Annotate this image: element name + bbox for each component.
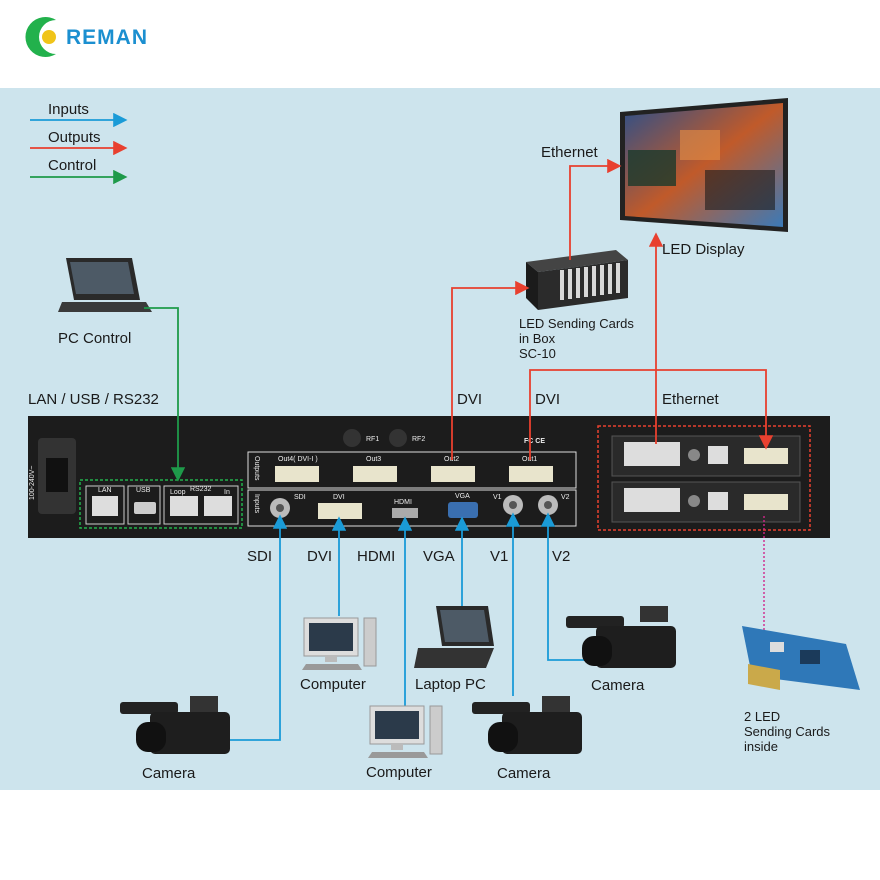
sending-cards-label-1: LED Sending Cards — [519, 316, 634, 331]
sending-cards-label-3: SC-10 — [519, 346, 556, 361]
v1-label: V1 — [490, 548, 508, 565]
legend: Inputs Outputs Control — [30, 101, 128, 185]
dvi-in-port-icon — [318, 503, 362, 519]
v2-port-label: V2 — [561, 494, 570, 501]
sending-card-pcb-icon — [742, 626, 860, 690]
pc-control-label: PC Control — [58, 330, 131, 347]
input-sdi-line — [230, 514, 288, 741]
brand-logo: REMAN — [25, 17, 148, 58]
camera-1-label: Camera — [142, 765, 196, 782]
rf2-label: RF2 — [412, 436, 425, 443]
power-label: 100-240V~ — [29, 466, 36, 500]
sdi-label: SDI — [247, 548, 272, 565]
usb-port-icon — [134, 502, 156, 514]
laptop-pc-label: Laptop PC — [415, 676, 486, 693]
dvi-output-port-icon — [744, 448, 788, 464]
led-display-label: LED Display — [662, 241, 745, 258]
vga-label: VGA — [423, 548, 455, 565]
two-cards-label-2: Sending Cards — [744, 724, 830, 739]
dvi-port-label: DVI — [333, 494, 345, 501]
vga-port-label: VGA — [455, 493, 470, 500]
inputs-tag: Inputs — [253, 494, 260, 514]
camera-icon — [120, 696, 230, 754]
out3-label: Out3 — [366, 456, 381, 463]
sdi-port-label: SDI — [294, 494, 306, 501]
dvi-output-port-icon — [744, 494, 788, 510]
rf1-label: RF1 — [366, 436, 379, 443]
computer-2-label: Computer — [366, 764, 432, 781]
ethernet-port-icon — [624, 488, 680, 512]
out4-label: Out4( DVI-I ) — [278, 456, 318, 463]
rs232-in-port-icon — [204, 496, 232, 516]
output-sending-box-to-display-line — [569, 158, 622, 260]
device-rear-panel: 100-240V~ LAN USB RS232 Loop In RF1 RF2 … — [28, 416, 830, 538]
camera-3-label: Camera — [591, 677, 645, 694]
sending-card-box-icon — [526, 250, 628, 310]
v2-label: V2 — [552, 548, 570, 565]
rs232-port-label: RS232 — [190, 486, 212, 493]
pc-control-laptop-icon — [58, 258, 152, 312]
computer-1-label: Computer — [300, 676, 366, 693]
usb-b-port-icon — [708, 446, 728, 464]
out3-port-icon — [353, 466, 397, 482]
sending-cards-label-2: in Box — [519, 331, 556, 346]
dvi-left-label: DVI — [457, 391, 482, 408]
dvi-right-label: DVI — [535, 391, 560, 408]
computer-icon — [368, 705, 443, 758]
usb-b-port-icon — [708, 492, 728, 510]
led-display-icon — [620, 98, 788, 232]
out2-port-icon — [431, 466, 475, 482]
legend-inputs-label: Inputs — [48, 101, 89, 118]
lan-port-label: LAN — [98, 487, 112, 494]
rs232-in-label: In — [224, 489, 230, 496]
outputs-tag: Outputs — [253, 456, 260, 481]
usb-port-label: USB — [136, 487, 151, 494]
two-cards-label-1: 2 LED — [744, 709, 780, 724]
rf1-antenna-icon — [343, 429, 361, 447]
output-dvi-to-sending-box-line — [451, 280, 530, 460]
input-v2-line — [540, 512, 588, 661]
control-connection-line — [144, 307, 186, 482]
ethernet-top-label: Ethernet — [541, 144, 599, 161]
v1-port-label: V1 — [493, 494, 502, 501]
out1-port-icon — [509, 466, 553, 482]
certification-marks: FC CE — [524, 438, 545, 445]
camera-icon — [472, 696, 582, 754]
lan-port-icon — [92, 496, 118, 516]
out4-port-icon — [275, 466, 319, 482]
rs232-loop-port-icon — [170, 496, 198, 516]
lan-usb-rs232-label: LAN / USB / RS232 — [28, 391, 159, 408]
vga-port-icon — [448, 502, 478, 518]
logo-swoosh-icon — [25, 17, 56, 58]
hdmi-label: HDMI — [357, 548, 395, 565]
legend-control-label: Control — [48, 157, 96, 174]
laptop-icon — [414, 606, 494, 668]
legend-outputs-label: Outputs — [48, 129, 101, 146]
ethernet-right-label: Ethernet — [662, 391, 720, 408]
camera-2-label: Camera — [497, 765, 551, 782]
computer-icon — [302, 617, 377, 670]
two-cards-label-3: inside — [744, 739, 778, 754]
brand-name: REMAN — [66, 26, 148, 49]
rf2-antenna-icon — [389, 429, 407, 447]
ethernet-port-icon — [624, 442, 680, 466]
output-dvi-to-module-line — [529, 369, 774, 460]
camera-icon — [566, 606, 676, 668]
hdmi-port-label: HDMI — [394, 499, 412, 506]
hdmi-port-icon — [392, 508, 418, 518]
dvi-input-label: DVI — [307, 548, 332, 565]
rs232-loop-label: Loop — [170, 489, 186, 496]
